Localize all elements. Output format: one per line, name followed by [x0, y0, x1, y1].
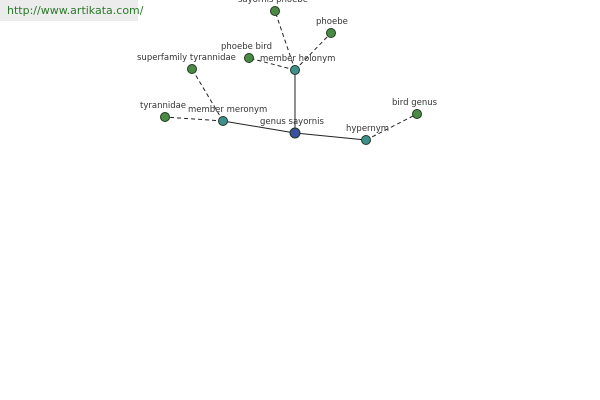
edge-hypernym	[294, 132, 367, 141]
node-phoebe[interactable]	[326, 28, 336, 38]
node-sayornis-phoebe[interactable]	[270, 6, 280, 16]
edge-phoebe	[294, 32, 332, 71]
source-link[interactable]: http://www.artikata.com/	[0, 0, 143, 21]
label-member-holonym[interactable]: member holonym	[260, 54, 335, 64]
label-phoebe-bird[interactable]: phoebe bird	[221, 42, 272, 52]
edge-tyrannidae	[164, 116, 224, 122]
node-phoebe-bird[interactable]	[244, 53, 254, 63]
node-superfamily-tyrannidae[interactable]	[187, 64, 197, 74]
label-phoebe[interactable]: phoebe	[316, 17, 348, 27]
label-superfamily-tyrannidae[interactable]: superfamily tyrannidae	[137, 53, 236, 63]
label-bird-genus[interactable]: bird genus	[392, 98, 438, 108]
edge-member-meronym	[222, 120, 296, 134]
node-hypernym[interactable]	[361, 135, 371, 145]
nodes-layer	[160, 6, 422, 145]
node-member-meronym[interactable]	[218, 116, 228, 126]
label-member-meronym[interactable]: member meronym	[188, 105, 267, 115]
labels-layer: sayornis phoebe phoebe phoebe birdsuperfam…	[137, 0, 438, 134]
edge-sayornis-phoebe	[274, 10, 296, 71]
node-bird-genus[interactable]	[412, 109, 422, 119]
label-sayornis-phoebe[interactable]: sayornis phoebe	[238, 0, 308, 5]
edge-superfamily-tyrannidae	[191, 68, 224, 122]
label-tyrannidae[interactable]: tyrannidae	[140, 101, 186, 111]
edge-phoebe-bird	[248, 57, 296, 71]
node-genus-sayornis[interactable]	[289, 127, 301, 139]
edges-layer	[164, 10, 418, 141]
label-hypernym[interactable]: hypernym	[346, 124, 389, 134]
node-tyrannidae[interactable]	[160, 112, 170, 122]
edge-bird-genus	[365, 113, 418, 141]
label-genus-sayornis[interactable]: genus sayornis	[260, 117, 324, 127]
node-member-holonym[interactable]	[290, 65, 300, 75]
